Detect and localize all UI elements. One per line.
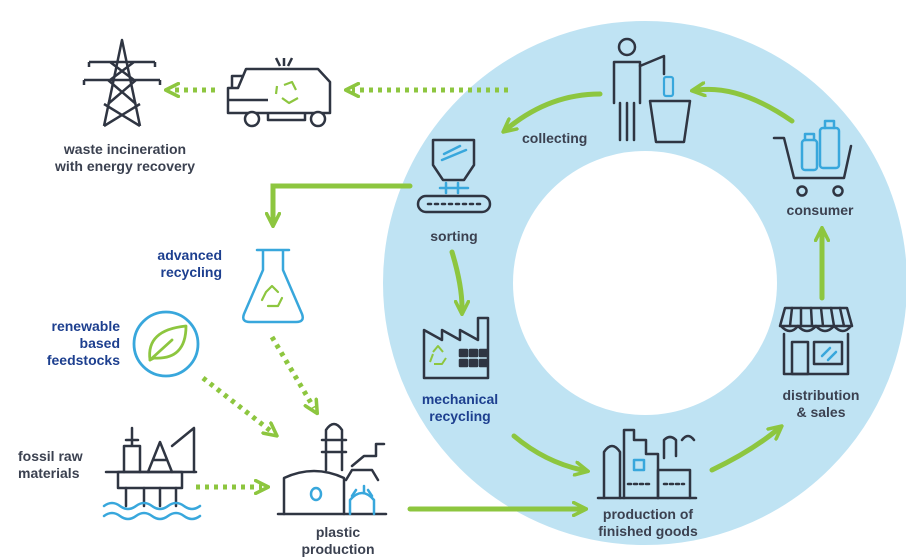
leaf-circle-icon <box>132 310 200 378</box>
label-production-finished-goods: production of finished goods <box>598 506 698 539</box>
arrow-production-to-distribution <box>709 430 777 473</box>
arrow-advanced-to-plastic <box>269 335 314 408</box>
arrow-renewable-to-plastic <box>201 376 272 432</box>
goods-factory-icon <box>596 428 698 500</box>
flow-arrows <box>273 89 822 509</box>
person-bin-icon <box>612 37 692 144</box>
cycle-ring <box>383 21 906 545</box>
label-fossil-raw-materials: fossil raw materials <box>18 448 83 481</box>
label-plastic-production: plastic production <box>301 524 375 557</box>
sorting-machine-icon <box>416 138 492 214</box>
label-waste-incineration: waste incineration with energy recovery <box>54 141 196 174</box>
label-sorting: sorting <box>430 228 478 244</box>
label-mechanical-recycling: mechanical recycling <box>421 391 499 424</box>
label-renewable-feedstocks: renewable based feedstocks <box>46 318 120 368</box>
storefront-icon <box>778 306 854 376</box>
factory-icon <box>422 316 490 380</box>
flask-recycle-icon <box>242 248 304 324</box>
label-collecting: collecting <box>522 130 588 146</box>
arrow-consumer-to-collecting <box>698 89 795 124</box>
label-consumer: consumer <box>786 202 854 218</box>
arrow-sorting-to-mechanical <box>449 249 462 308</box>
oil-platform-icon <box>102 426 202 521</box>
garbage-truck-icon <box>226 57 332 128</box>
power-pylon-icon <box>82 38 162 128</box>
arrow-collecting-to-sorting <box>508 91 603 128</box>
shopping-cart-icon <box>772 119 853 197</box>
arrow-mechanical-to-production <box>511 433 582 470</box>
dotted-arrows <box>172 90 508 487</box>
arrow-sorting-to-advanced <box>273 183 413 220</box>
label-distribution-sales: distribution & sales <box>782 387 860 420</box>
plastic-plant-icon <box>276 422 388 516</box>
label-advanced-recycling: advanced recycling <box>157 247 222 280</box>
